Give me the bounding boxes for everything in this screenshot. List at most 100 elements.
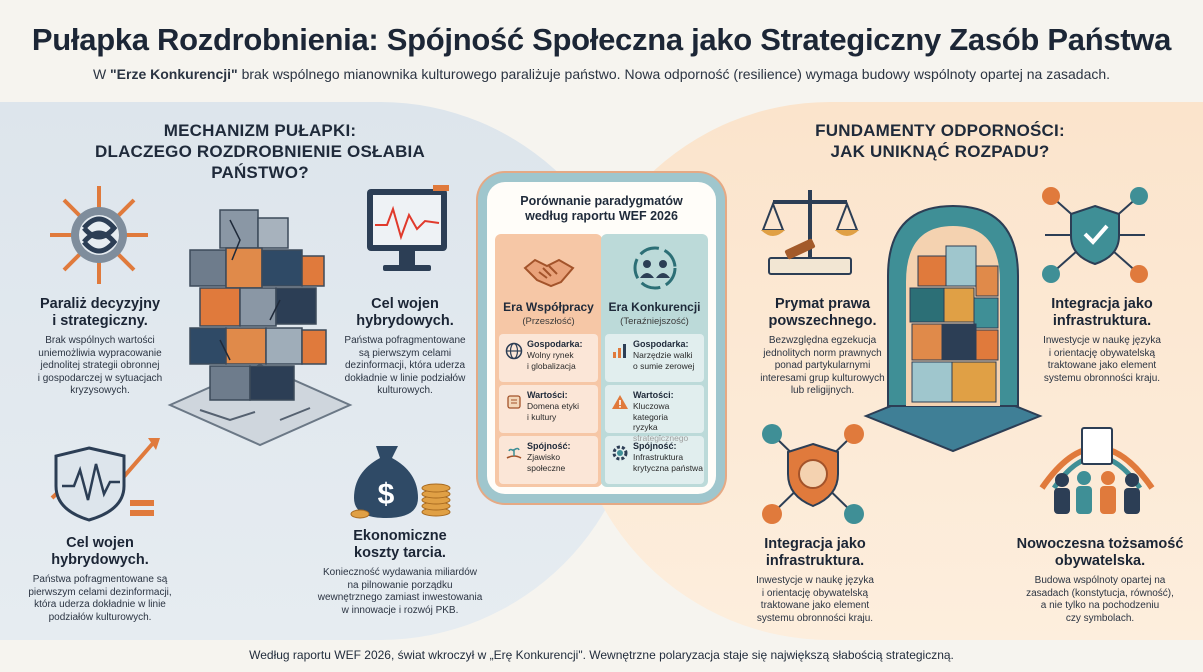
subtitle-bold: "Erze Konkurencji" xyxy=(110,66,238,82)
desc-line: Konieczność wydawania miliardów xyxy=(323,567,477,578)
desc-line: Państwa pofragmentowane są xyxy=(32,574,168,585)
right-item-1-title-2: powszechnego. xyxy=(768,313,877,329)
left-item-3-title-2: hybrydowych. xyxy=(51,552,149,568)
fractured-pillar-icon xyxy=(160,190,360,450)
row-label: Wartości: xyxy=(633,390,674,400)
desc-line: systemu obronności kraju. xyxy=(1043,372,1161,384)
right-heading: FUNDAMENTY ODPORNOŚCI: JAK UNIKNĄĆ ROZPA… xyxy=(740,120,1140,162)
gears-knot-icon xyxy=(44,180,154,290)
right-item-1-desc: Bezwzględna egzekucja jednolitych norm p… xyxy=(740,335,905,398)
desc-line: Brak wspólnych wartości xyxy=(45,335,155,346)
desc-line: Inwestycje w naukę języka xyxy=(1043,335,1161,346)
right-heading-line-1: FUNDAMENTY ODPORNOŚCI: xyxy=(815,121,1065,140)
desc-line: Państwa pofragmentowane xyxy=(344,335,466,346)
left-item-4-title-1: Ekonomiczne xyxy=(353,528,447,544)
desc-line: są pierwszym celami xyxy=(358,347,452,359)
desc-line: kulturowych. xyxy=(377,385,433,396)
right-item-3-desc: Inwestycje w naukę języka i orientację o… xyxy=(735,575,895,625)
desc-line: i orientację obywatelską xyxy=(1048,347,1156,359)
right-item-2-title-2: infrastruktura. xyxy=(1052,313,1152,329)
desc-line: i gospodarczej w sytuacjach xyxy=(37,372,163,384)
desc-line: na pilnowanie porządku xyxy=(347,579,453,591)
left-item-1-title-2: i strategiczny. xyxy=(52,313,148,329)
comparison-title-line-1: Porównanie paradygmatów xyxy=(520,194,683,208)
monitor-chart-icon xyxy=(363,185,453,285)
column-era-cooperation: Era Współpracy (Przeszłość) Gospodarka: … xyxy=(495,234,602,487)
left-heading-line-2: DLACZEGO ROZDROBNIENIE OSŁABIA PAŃSTWO? xyxy=(95,142,425,182)
desc-line: traktowane jako element xyxy=(1047,360,1157,371)
desc-line: która uderza dokładnie w linie xyxy=(34,599,166,610)
desc-line: Budowa wspólnoty opartej na xyxy=(1034,575,1166,586)
warning-icon xyxy=(611,393,629,411)
desc-line: Inwestycje w naukę języka xyxy=(756,575,874,586)
desc-line: pierwszym celami dezinformacji, xyxy=(28,586,172,598)
desc-line: w innowacje i rozwój PKB. xyxy=(341,604,459,616)
globe-icon xyxy=(505,342,523,360)
page-subtitle: W "Erze Konkurencji" brak wspólnego mian… xyxy=(0,66,1203,82)
solid-arch-tower-icon xyxy=(858,196,1048,456)
row-label: Gospodarka: xyxy=(527,339,583,349)
row-value-line: o sumie zerowej xyxy=(633,360,695,371)
row-value-line: i kultury xyxy=(527,411,557,422)
comparison-card: Porównanie paradygmatów według raportu W… xyxy=(487,182,716,494)
brain-network-icon xyxy=(758,420,868,528)
left-item-1-desc: Brak wspólnych wartości uniemożliwia wyp… xyxy=(30,335,170,398)
row-value-line: i globalizacja xyxy=(527,360,576,371)
desc-line: kryzysowych. xyxy=(70,385,130,396)
right-item-2-title-1: Integracja jako xyxy=(1051,296,1153,312)
left-item-1: Paraliż decyzyjny i strategiczny. Brak w… xyxy=(30,296,170,398)
row-label: Gospodarka: xyxy=(633,339,689,349)
desc-line: zasadach (konstytucja, równość), xyxy=(1026,587,1174,599)
comparison-title: Porównanie paradygmatów według raportu W… xyxy=(487,194,716,224)
era-competition-name: Era Konkurencji xyxy=(608,300,701,314)
subtitle-pre: W xyxy=(92,66,111,82)
desc-line: dezinformacji, która uderza xyxy=(344,360,466,371)
era-cooperation-name: Era Współpracy xyxy=(503,300,594,314)
desc-line: jednolitej strategii obronnej xyxy=(40,360,160,371)
desc-line: i orientację obywatelską xyxy=(761,587,869,599)
left-item-2-title-2: hybrydowych. xyxy=(356,313,454,329)
left-item-3-title-1: Cel wojen xyxy=(66,535,134,551)
left-item-3-desc: Państwa pofragmentowane są pierwszym cel… xyxy=(20,574,180,624)
right-item-3: Integracja jako infrastruktura. Inwestyc… xyxy=(735,536,895,625)
left-item-4-desc: Konieczność wydawania miliardów na pilno… xyxy=(310,567,490,617)
desc-line: czy symbolach. xyxy=(1065,612,1135,624)
row-label: Spójność: xyxy=(633,441,677,451)
right-item-2: Integracja jako infrastruktura. Inwestyc… xyxy=(1022,296,1182,385)
right-item-4-title-2: obywatelska. xyxy=(1054,553,1146,569)
desc-line: Bezwzględna egzekucja xyxy=(768,335,877,346)
row-label: Spójność: xyxy=(527,441,571,451)
handshake-icon xyxy=(521,244,577,294)
desc-line: dokładnie w linie podziałów xyxy=(344,372,466,384)
desc-line: podziałów kulturowych. xyxy=(48,611,152,623)
people-community-icon xyxy=(1032,418,1162,518)
shield-network-icon xyxy=(1035,180,1155,290)
left-item-2-title-1: Cel wojen xyxy=(371,296,439,312)
desc-line: traktowane jako element xyxy=(760,600,870,611)
row-value-line: Infrastruktura xyxy=(633,452,684,462)
money-bag-icon: $ xyxy=(346,432,456,522)
page-title: Pułapka Rozdrobnienia: Spójność Społeczn… xyxy=(31,22,1172,57)
gear-shield-icon xyxy=(611,444,629,462)
left-item-1-title-1: Paraliż decyzyjny xyxy=(39,296,161,312)
hand-sprout-icon xyxy=(505,444,523,462)
desc-line: a nie tylko na pochodzeniu xyxy=(1040,600,1160,611)
era-competition-sub: (Teraźniejszość) xyxy=(620,316,689,327)
desc-line: uniemożliwia wypracowanie xyxy=(38,347,162,359)
right-item-3-title-1: Integracja jako xyxy=(764,536,866,552)
svg-text:$: $ xyxy=(378,478,395,511)
people-cycle-icon xyxy=(629,242,681,294)
left-item-3: Cel wojen hybrydowych. Państwa pofragmen… xyxy=(20,535,180,624)
scales-of-justice-icon xyxy=(755,180,865,290)
row-value-line: Wolny rynek xyxy=(527,350,574,360)
